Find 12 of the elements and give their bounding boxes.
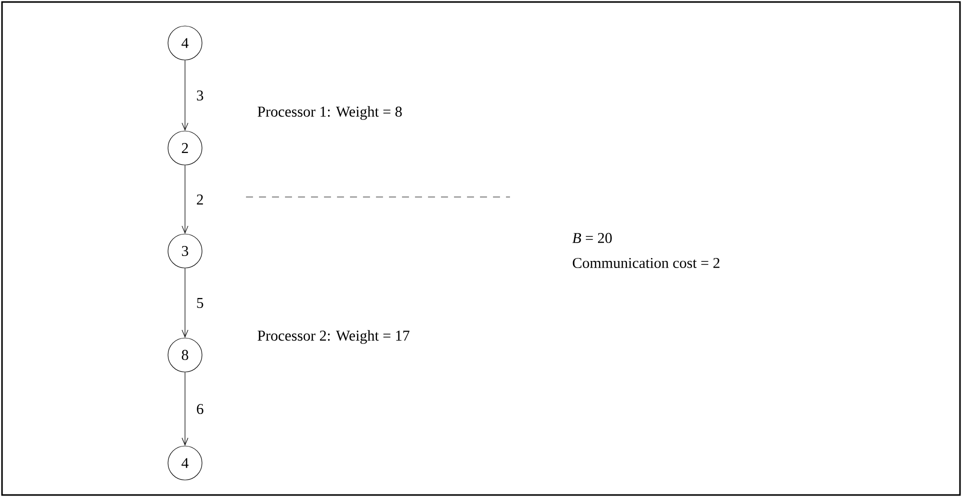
arrow [182, 372, 188, 446]
arrow [182, 165, 188, 234]
arrow [182, 268, 188, 338]
arrow [182, 60, 188, 131]
note-text: Processor 2: Weight = 17 [258, 330, 410, 344]
edge-label: 2 [196, 194, 203, 204]
edge-label: 5 [197, 298, 204, 308]
note-text: B = 20 [572, 232, 612, 244]
note-text: Communication cost = 2 [572, 258, 720, 268]
edge-label: 6 [196, 404, 204, 414]
edge-label: 3 [196, 90, 204, 101]
note-text: Processor 1: Weight = 8 [258, 106, 402, 120]
